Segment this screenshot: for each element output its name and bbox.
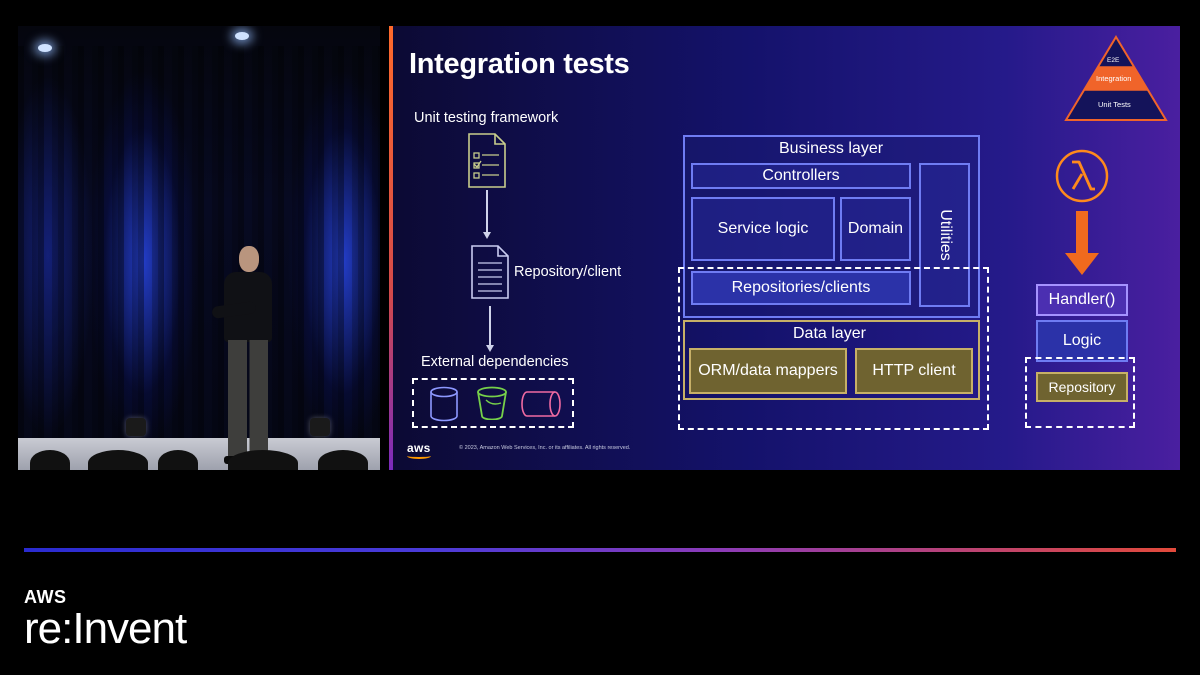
storage-bucket-icon [477,386,507,420]
business-layer-title: Business layer [779,140,884,157]
checklist-document-icon [468,133,506,188]
down-arrow-icon [1065,211,1099,275]
document-icon [471,245,509,299]
brand-gradient-bar [24,548,1176,552]
floor-lamp [126,418,146,436]
speaker-video [18,26,380,470]
repository-box: Repository [1036,372,1128,402]
pyramid-unit-label: Unit Tests [1098,100,1131,109]
database-icon [430,386,458,422]
flow-arrow-head [486,345,494,352]
logic-box: Logic [1036,320,1128,362]
pyramid-e2e-label: E2E [1107,57,1120,64]
flow-arrow-line [489,306,491,346]
orm-data-mappers-box: ORM/data mappers [689,348,847,394]
utilities-box: Utilities [919,163,970,307]
queue-cylinder-icon [521,391,561,417]
data-layer-box [683,320,980,400]
utilities-label: Utilities [936,209,954,261]
slide-accent-bar [389,26,393,470]
slide-title: Integration tests [409,48,630,80]
external-dependencies-label: External dependencies [421,354,569,370]
audience-head [228,450,298,470]
stage-curtain [18,26,380,470]
unit-framework-label: Unit testing framework [414,110,559,126]
copyright-text: © 2023, Amazon Web Services, Inc. or its… [459,445,631,451]
aws-smile-icon [407,453,431,459]
repository-client-label: Repository/client [514,264,622,280]
audience-head [318,450,368,470]
lambda-icon [1055,149,1109,203]
presenter [208,246,288,466]
audience-head [30,450,70,470]
audience-head [88,450,148,470]
repositories-clients-box: Repositories/clients [691,271,911,305]
flow-arrow-line [486,190,488,232]
floor-lamp [310,418,330,436]
handler-box: Handler() [1036,284,1128,316]
integration-scope-box [678,267,989,430]
brand-reinvent-logo: re:Invent [24,604,187,653]
data-layer-title: Data layer [793,325,866,342]
service-logic-box: Service logic [691,197,835,261]
ceiling-light [235,32,249,40]
test-pyramid-icon [1064,35,1168,121]
flow-arrow-head [483,232,491,239]
presentation-slide: Integration tests Unit testing framework… [389,26,1180,470]
audience-head [158,450,198,470]
brand-aws-text: AWS [24,587,67,607]
ceiling-light [38,44,52,52]
lambda-integration-scope-box [1025,357,1135,428]
http-client-box: HTTP client [855,348,973,394]
external-dependencies-box [412,378,574,428]
domain-box: Domain [840,197,911,261]
aws-footer-logo: aws [407,441,431,455]
pyramid-integration-label: Integration [1096,74,1132,83]
controllers-box: Controllers [691,163,911,189]
curtain-folds [18,46,380,446]
